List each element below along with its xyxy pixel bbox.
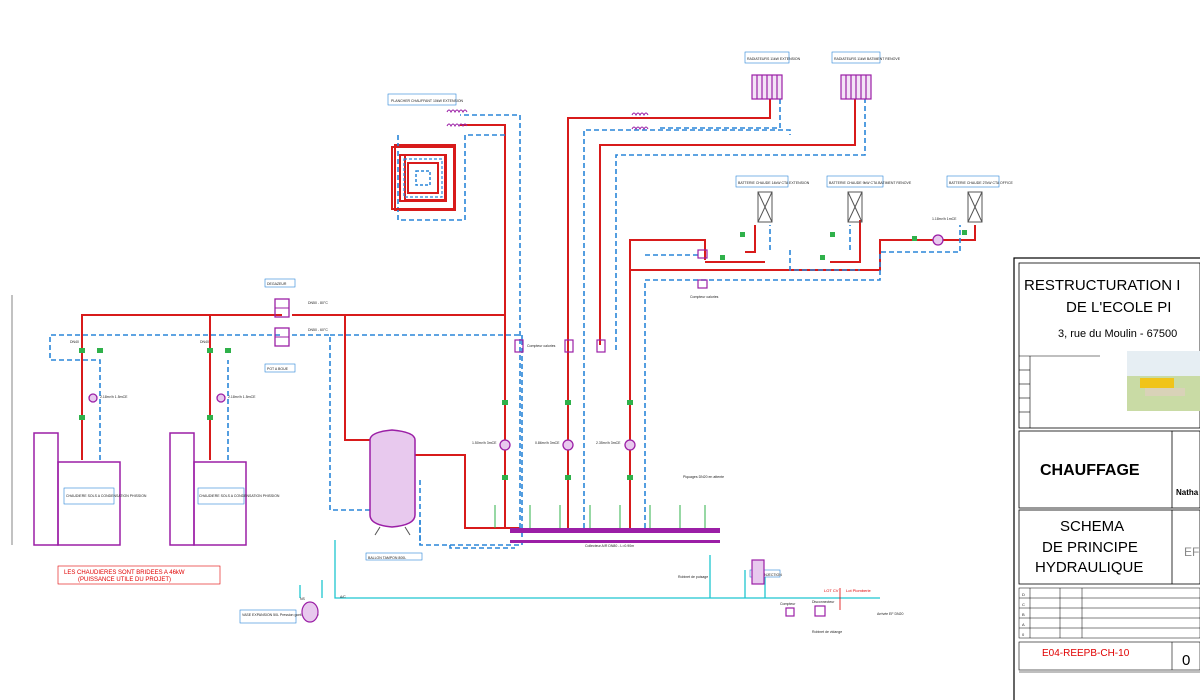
tb-schema-2: DE PRINCIPE <box>1042 539 1138 556</box>
label-arrivee-ef: Arrivée EF DN20 <box>877 612 904 616</box>
label-piquages: Piquages DN20 en attente <box>683 475 724 479</box>
label-dn50-hot: DN50 - 80°C <box>308 301 328 305</box>
tb-doc-ref: E04-REEPB-CH-10 <box>1042 648 1130 659</box>
label-radiateurs-ext: RADIATEURS 11kW EXTENSION <box>747 57 801 61</box>
label-batterie-office: BATTERIE CHAUDE 27kW CTA OFFICE <box>949 181 1014 185</box>
valves <box>79 230 967 480</box>
note-lot-cv: LOT CV <box>824 588 839 593</box>
expansion-vessel <box>301 601 319 623</box>
pumps <box>88 234 944 451</box>
label-compteur-calories-1: Compteur calories <box>527 344 556 348</box>
labels: PLANCHER CHAUFFANT 10kW EXTENSION RADIAT… <box>66 57 1014 634</box>
label-boxes <box>63 51 1000 624</box>
coils <box>446 109 649 131</box>
underfloor-heating <box>391 146 455 210</box>
label-boiler-pump-2: 2.18m³/h 1.5mCE <box>228 395 256 399</box>
tb-schema-3: HYDRAULIQUE <box>1035 559 1143 576</box>
label-chaudiere-2: CHAUDIERE SOLS A CONDENSATION PHISSION <box>199 494 280 498</box>
tb-name: Natha <box>1176 488 1199 497</box>
label-ns: NS <box>300 597 306 601</box>
rev-a: A <box>1022 622 1025 627</box>
note-lot-plomberie: Lot Plomberie <box>846 588 871 593</box>
injection-pot <box>751 559 765 585</box>
notes: LES CHAUDIERES SONT BRIDEES A 46kW (PUIS… <box>57 565 871 610</box>
title-block: RESTRUCTURATION I DE L'ECOLE PI 3, rue d… <box>1013 257 1200 700</box>
buffer-tank <box>369 429 416 536</box>
batteries <box>757 191 983 223</box>
label-vase: VASE EXPANSION 50L Pression gonflage 1.5… <box>242 613 320 617</box>
collector <box>494 505 720 543</box>
label-dn40-2: DN40 <box>200 340 209 344</box>
label-pump-2: 0.86m³/h 3mCE <box>535 441 560 445</box>
label-collecteur: Collecteur A/R DN80 - L=0.90m <box>585 544 634 548</box>
ef-pipes <box>299 540 880 599</box>
boiler-1 <box>33 432 121 546</box>
meters <box>514 249 826 617</box>
tb-project-2: DE L'ECOLE PI <box>1066 299 1171 316</box>
label-robinet-puisage: Robinet de puisage <box>678 575 708 579</box>
tb-project-1: RESTRUCTURATION I <box>1024 277 1180 294</box>
tb-logo: EF <box>1184 545 1199 559</box>
rev-0: 0 <box>1022 632 1025 637</box>
label-plancher: PLANCHER CHAUFFANT 10kW EXTENSION <box>391 99 464 103</box>
radiator-batiment <box>840 74 872 100</box>
label-dn40-1: DN40 <box>70 340 79 344</box>
cold-pipes <box>49 85 961 549</box>
label-pump-1: 1.50m³/h 3mCE <box>472 441 497 445</box>
rev-c: C <box>1022 602 1025 607</box>
label-chaudiere-1: CHAUDIERE SOLS A CONDENSATION PHISSION <box>66 494 147 498</box>
label-batterie-bat: BATTERIE CHAUDE 9kW CTA BATIMENT RENOVE <box>829 181 912 185</box>
label-disconnecteur: Disconnecteur <box>812 600 835 604</box>
degazeur <box>274 298 290 318</box>
label-compteur-calories-2: Compteur calories <box>690 295 719 299</box>
label-pump-3: 2.35m³/h 3mCE <box>596 441 621 445</box>
label-radiateurs-bat: RADIATEURS 11kW BATIMENT RENOVE <box>834 57 901 61</box>
tb-photo <box>1127 351 1200 411</box>
label-pot-injection: POT D'INJECTION <box>752 573 782 577</box>
tb-address: 3, rue du Moulin - 67500 <box>1058 328 1177 340</box>
label-ballon: BALLON TAMPON 800L <box>368 556 406 560</box>
tb-index: 0 <box>1182 652 1190 669</box>
pot-a-boue <box>274 327 290 347</box>
label-compteur: Compteur <box>780 602 796 606</box>
label-pump-4: 1.18m³/h 1mCE <box>932 217 957 221</box>
tb-schema-1: SCHEMA <box>1060 518 1124 535</box>
boiler-2 <box>169 432 247 546</box>
radiator-extension <box>751 74 783 100</box>
label-robinet-vidange: Robinet de vidange <box>812 630 842 634</box>
rev-b: B <box>1022 612 1025 617</box>
label-boiler-pump-1: 2.18m³/h 1.5mCE <box>100 395 128 399</box>
rev-d: D <box>1022 592 1025 597</box>
label-batterie-ext: BATTERIE CHAUDE 14kW CTA EXTENSION <box>738 181 810 185</box>
label-pot-a-boue: POT A BOUE <box>267 367 289 371</box>
note-puissance: (PUISSANCE UTILE DU PROJET) <box>78 577 171 583</box>
note-chaudieres: LES CHAUDIERES SONT BRIDEES A 46kW <box>64 570 185 576</box>
label-dn50-cold: DN50 - 60°C <box>308 328 328 332</box>
tb-lot: CHAUFFAGE <box>1040 462 1140 479</box>
label-ac: A/C <box>340 595 346 599</box>
label-degazeur: DEGAZEUR <box>267 282 287 286</box>
